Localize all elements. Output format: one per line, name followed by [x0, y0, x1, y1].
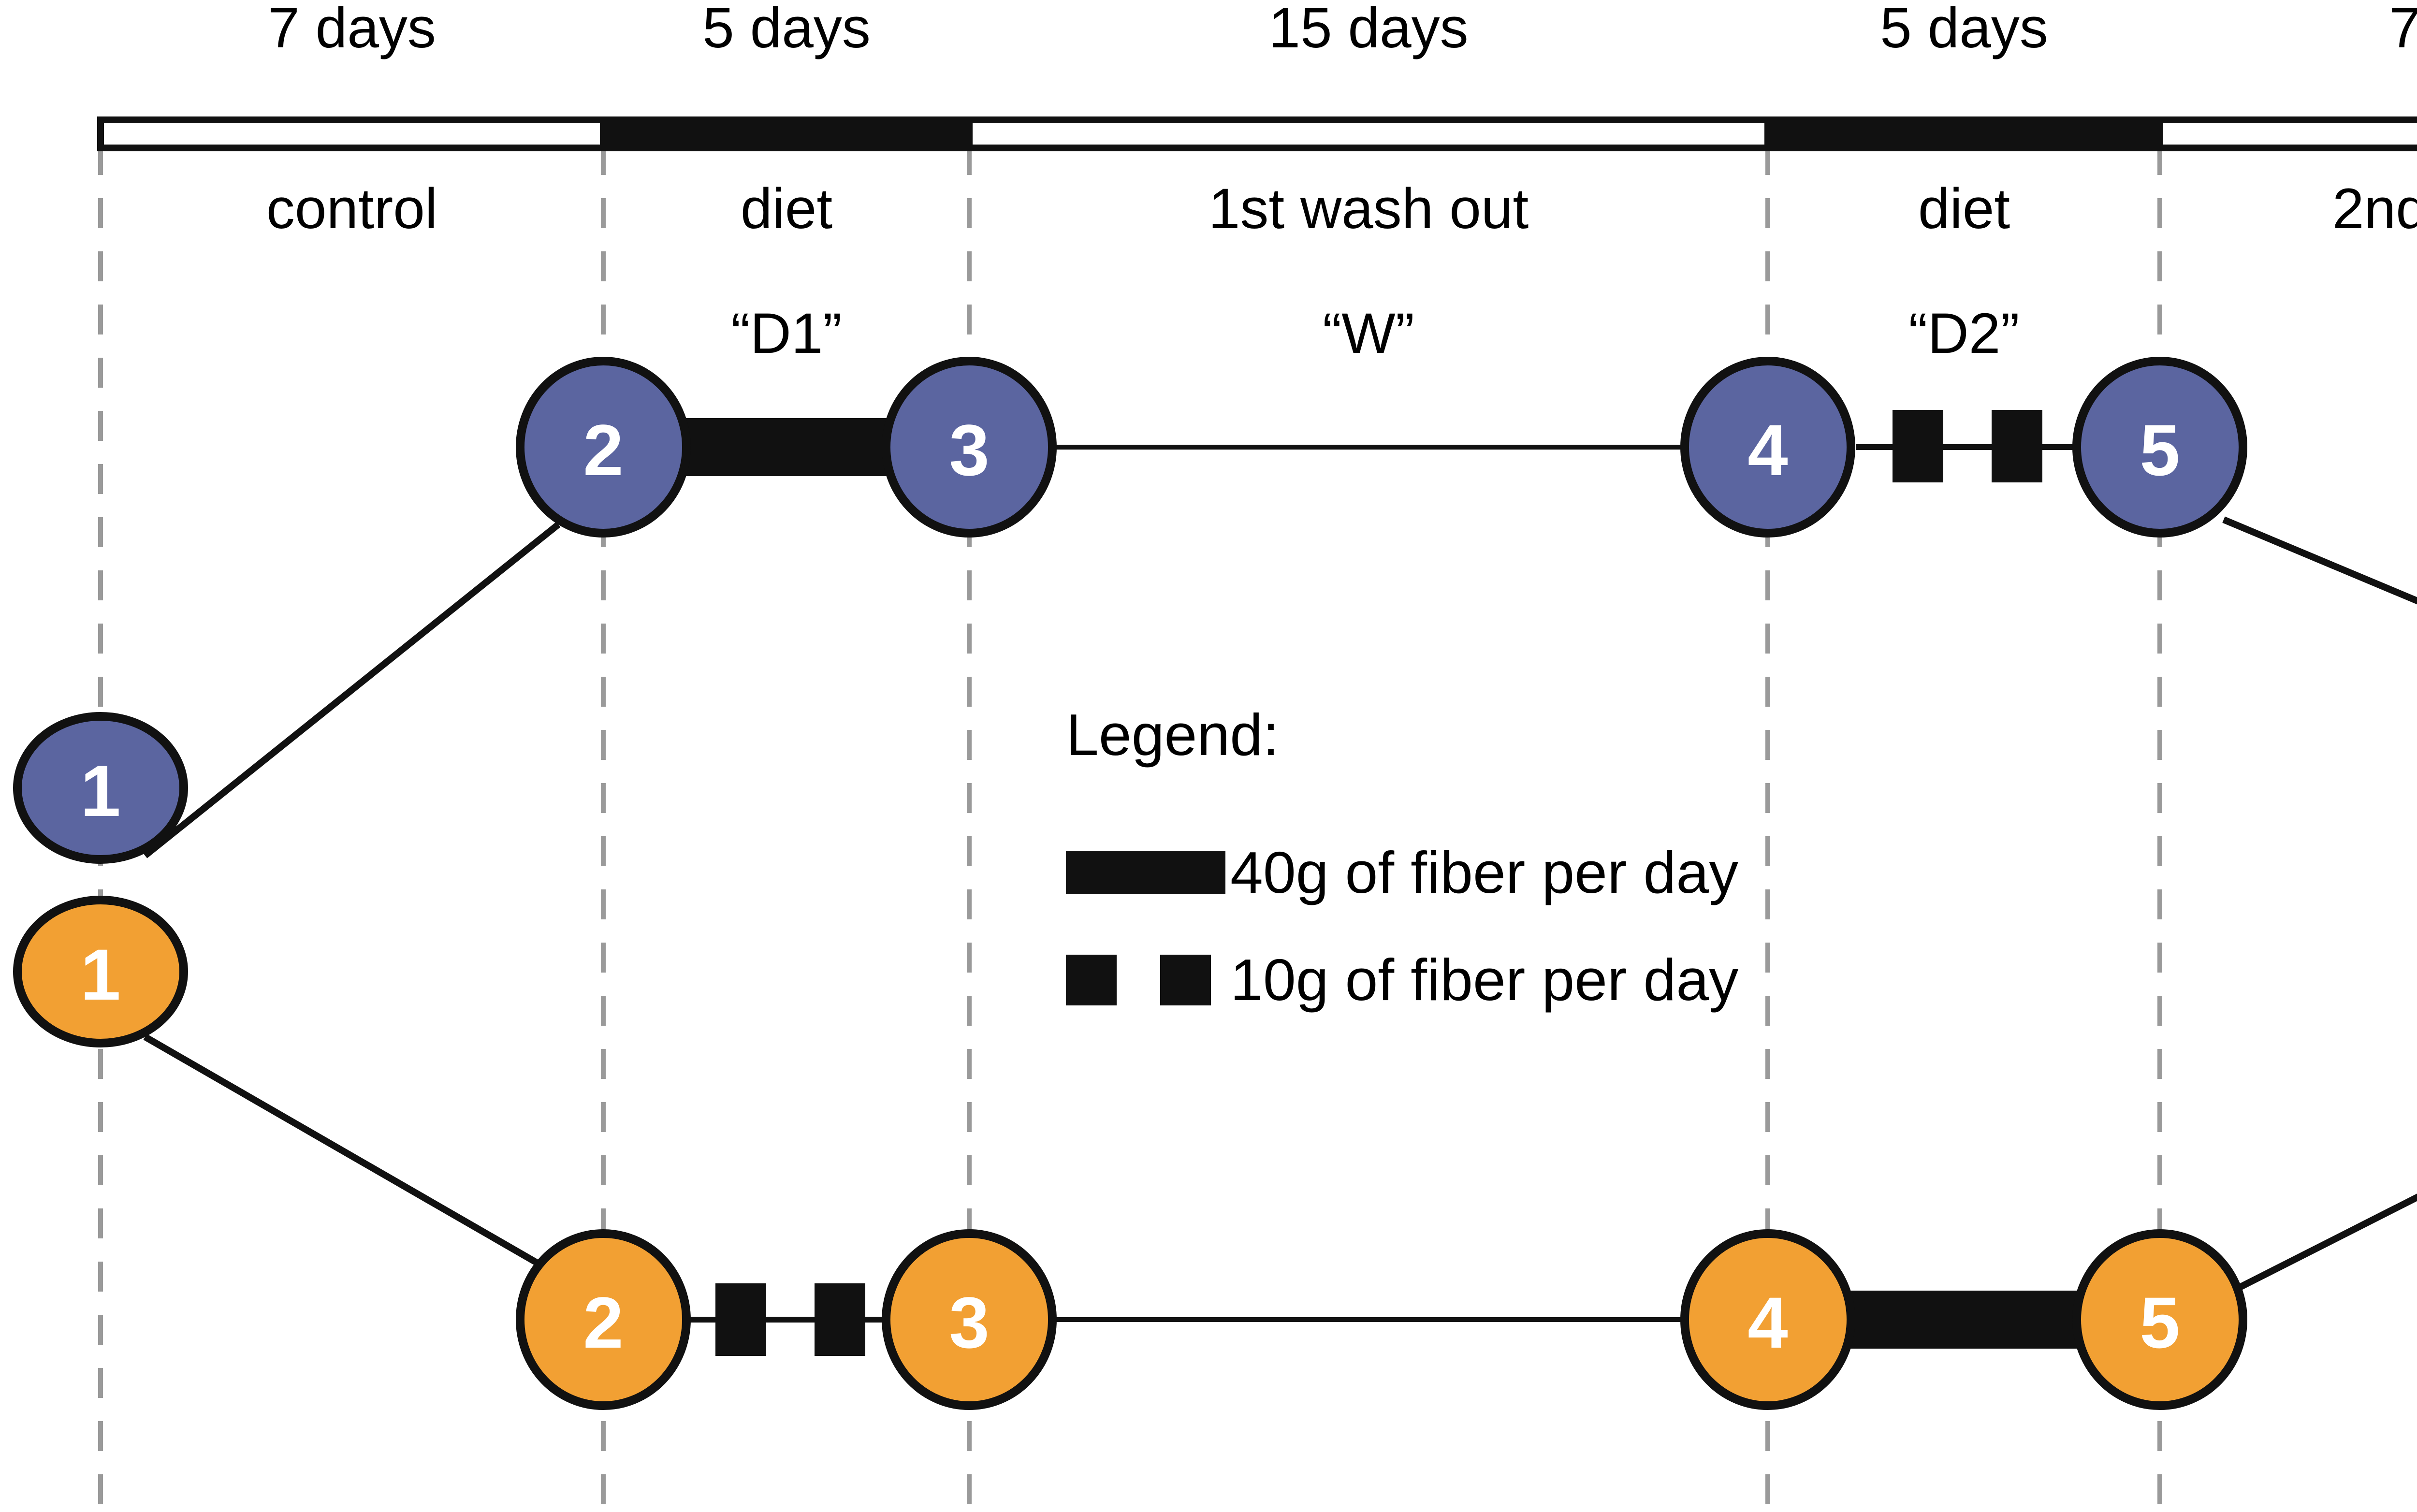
node-a-5-label: 5: [2140, 409, 2180, 491]
node-b-1-label: 1: [80, 934, 120, 1015]
arm-a-nodes: 1 2 3 4 5 6: [13, 357, 2247, 864]
code-label-diet-1: “D1”: [731, 302, 842, 365]
period-label-washout-2: 2nd wash out: [2332, 177, 2417, 241]
period-label-diet-2: diet: [1918, 177, 2010, 241]
timeline-segment-control: [97, 116, 607, 151]
link-b-2-3-dash-1: [715, 1283, 766, 1356]
legend-title: Legend:: [1066, 702, 1279, 768]
node-a-4-label: 4: [1747, 409, 1788, 491]
node-b-2-label: 2: [583, 1282, 623, 1363]
node-b-5-label: 5: [2140, 1282, 2180, 1363]
node-a-5[interactable]: [2072, 357, 2247, 538]
node-b-2[interactable]: [516, 1229, 691, 1410]
arm-a-connectors: [143, 410, 2417, 858]
arm-b-nodes: 1 2 3 4 5 6: [13, 896, 2247, 1410]
legend-swatch-dashed-bar-1: [1066, 955, 1117, 1005]
period-label-control: control: [266, 177, 438, 241]
node-a-3-label: 3: [949, 409, 989, 491]
duration-label-control: 7 days: [268, 0, 436, 60]
node-a-1[interactable]: [13, 712, 188, 864]
code-label-washout-1: “W”: [1323, 302, 1414, 365]
node-b-5[interactable]: [2072, 1229, 2247, 1410]
period-label-washout-1: 1st wash out: [1208, 177, 1529, 241]
node-b-4[interactable]: [1680, 1229, 1855, 1410]
link-b-5-6: [2222, 1193, 2417, 1299]
link-a-4-5-dash-2: [1992, 410, 2042, 482]
timeline-segment-diet-2: [1764, 116, 2163, 151]
legend-swatch-solid-bar: [1066, 851, 1225, 894]
link-b-2-3-dash-2: [815, 1283, 865, 1356]
node-b-3-label: 3: [949, 1282, 989, 1363]
node-b-3[interactable]: [882, 1229, 1057, 1410]
legend-swatch-dashed-bar-2: [1160, 955, 1211, 1005]
link-a-1-2: [143, 522, 561, 858]
node-a-2[interactable]: [516, 357, 691, 538]
node-a-2-label: 2: [583, 409, 623, 491]
link-b-1-2: [143, 1033, 558, 1277]
node-b-4-label: 4: [1747, 1282, 1788, 1363]
duration-label-washout-1: 15 days: [1268, 0, 1469, 60]
legend-entry-40g: 40g of fiber per day: [1230, 840, 1739, 905]
node-a-1-label: 1: [80, 750, 120, 831]
link-a-5-6: [2222, 516, 2417, 605]
period-label-diet-1: diet: [740, 177, 833, 241]
duration-label-diet-2: 5 days: [1880, 0, 2048, 60]
timeline-bar: [97, 116, 2417, 151]
duration-label-diet-1: 5 days: [702, 0, 871, 60]
node-a-4[interactable]: [1680, 357, 1855, 538]
timeline-segment-diet-1: [600, 116, 973, 151]
legend-entry-10g: 10g of fiber per day: [1230, 947, 1739, 1013]
timeline-segment-washout-2: [2156, 116, 2417, 151]
timeline-segment-washout-1: [966, 116, 1771, 151]
legend-swatches: [1066, 851, 1225, 1005]
duration-label-washout-2: 7 days: [2389, 0, 2417, 60]
node-a-3[interactable]: [882, 357, 1057, 538]
code-label-diet-2: “D2”: [1908, 302, 2020, 365]
node-b-1[interactable]: [13, 896, 188, 1047]
link-a-4-5-dash-1: [1893, 410, 1943, 482]
